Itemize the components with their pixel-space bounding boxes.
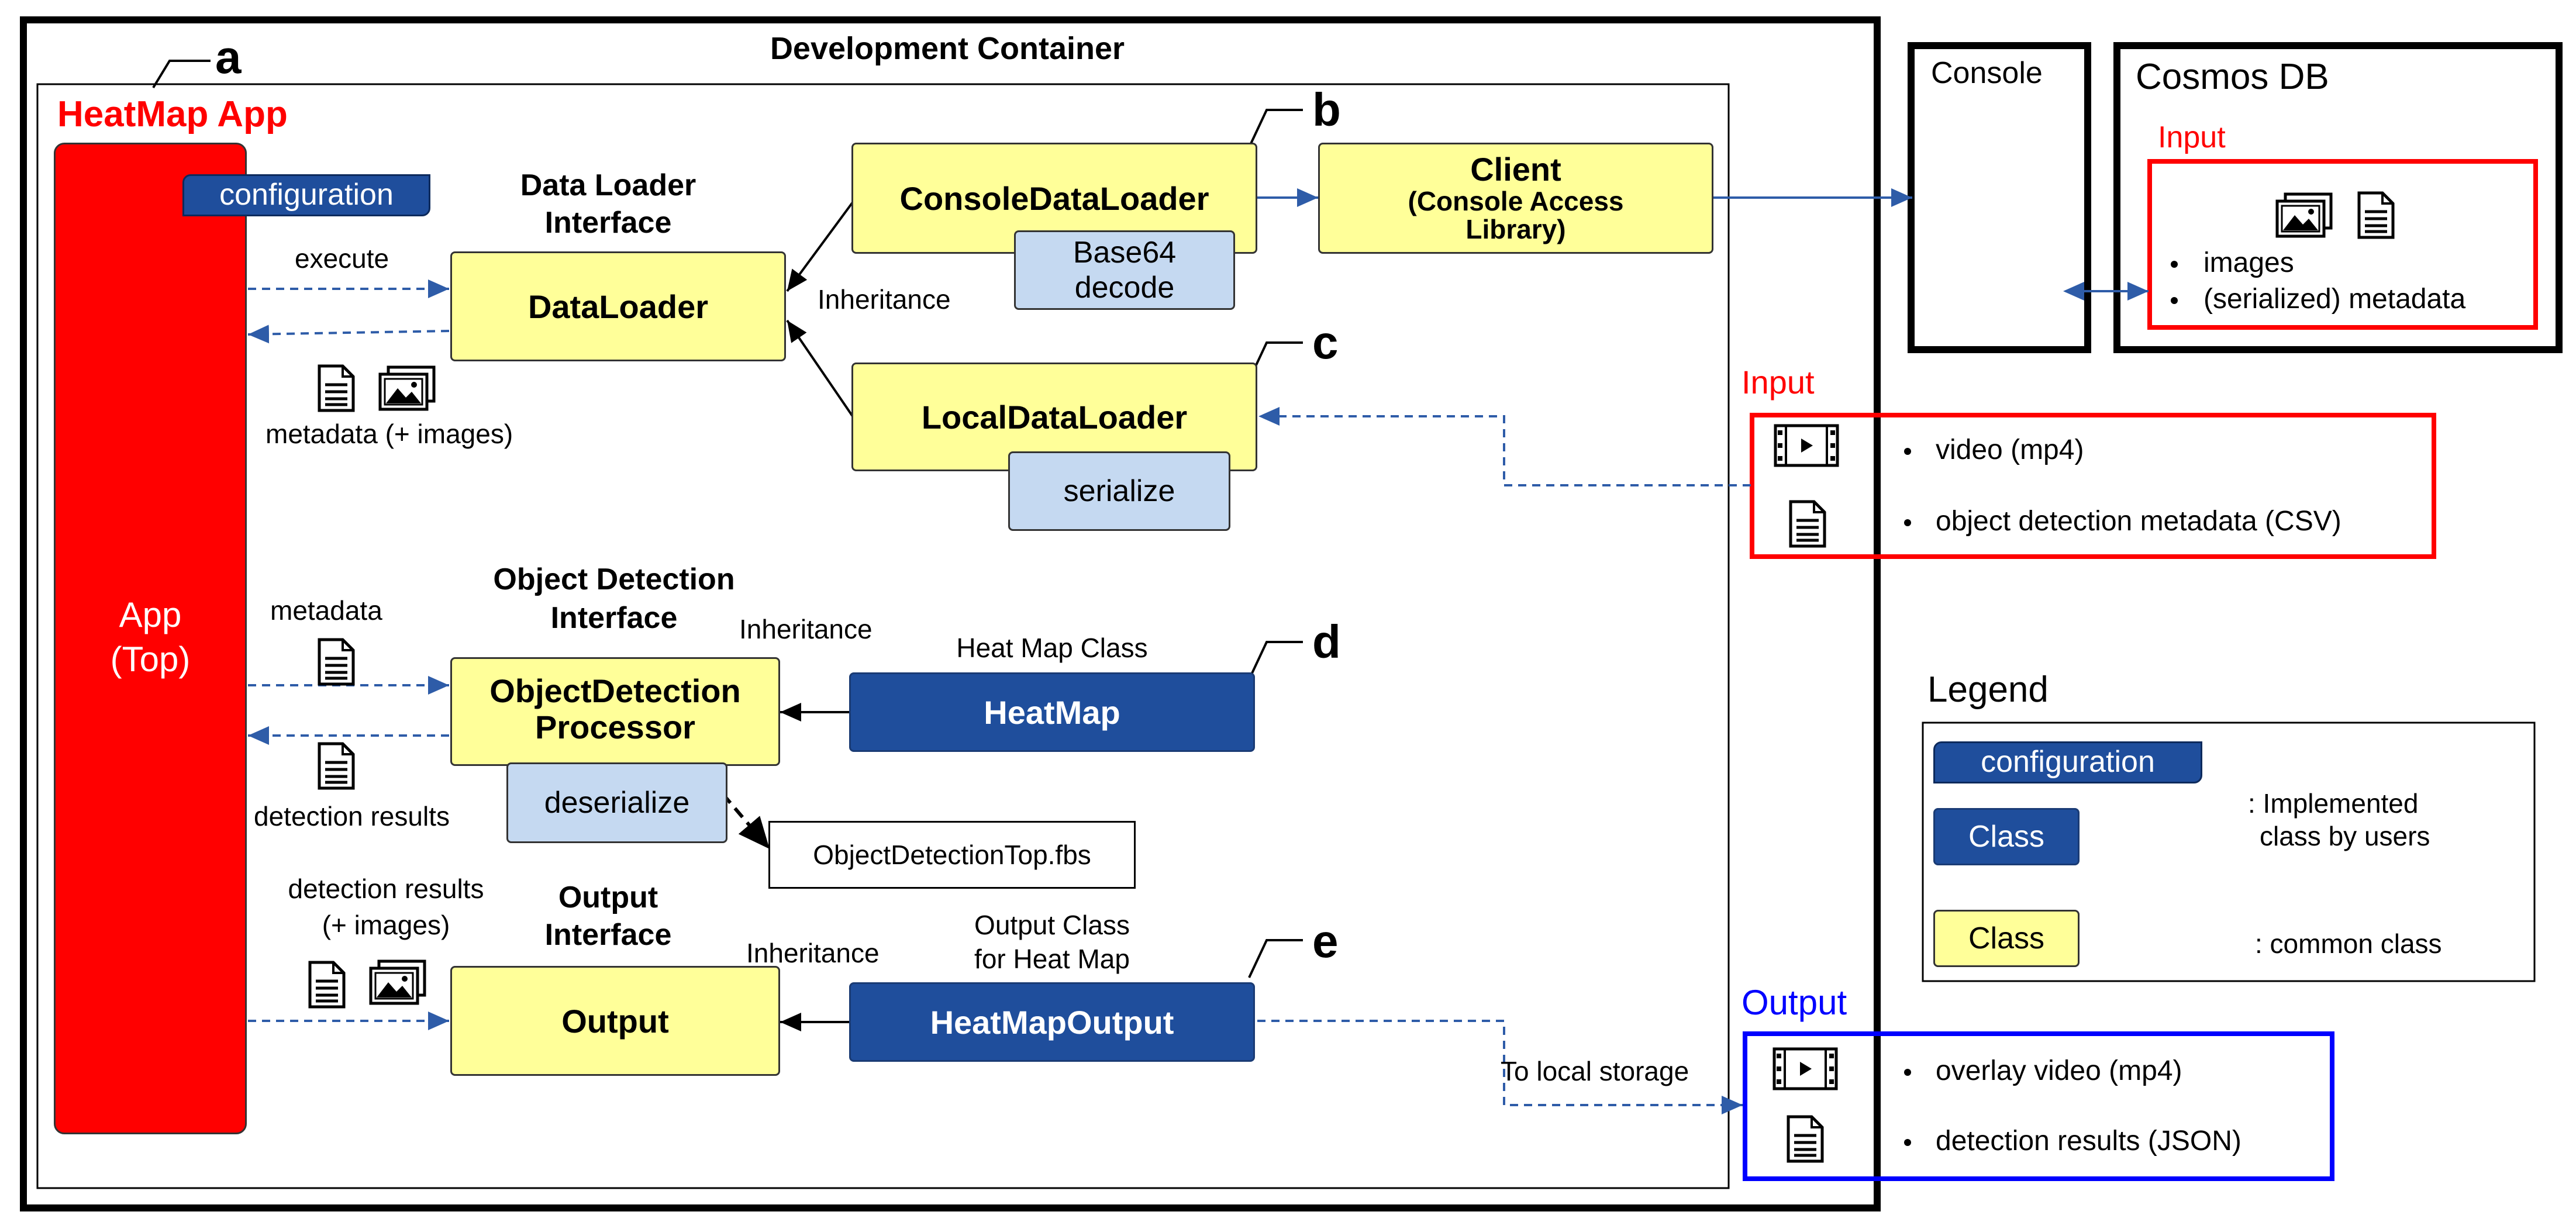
local-input-item-video: video (mp4): [1936, 434, 2084, 465]
overlay-video-icon: [1774, 1049, 1836, 1089]
heatmap-output-class-box[interactable]: HeatMapOutput: [849, 982, 1255, 1062]
app-label-line1: App: [119, 595, 182, 634]
output-box[interactable]: Output: [450, 966, 780, 1076]
object-detection-interface-title-2: Interface: [550, 601, 678, 635]
fbs-file-box[interactable]: ObjectDetectionTop.fbs: [768, 821, 1136, 889]
deserialize-box[interactable]: deserialize: [506, 762, 727, 843]
legend-common-desc: : common class: [2255, 928, 2442, 959]
object-detection-interface-title-1: Object Detection: [493, 562, 735, 596]
cosmos-input-label: Input: [2158, 120, 2226, 154]
metadata-document-icon: [319, 366, 353, 410]
cosmos-db-title: Cosmos DB: [2136, 57, 2329, 97]
tag-a: a: [215, 31, 242, 83]
detection-results-images-label-1: detection results: [288, 874, 484, 904]
data-loader-box[interactable]: DataLoader: [450, 251, 786, 361]
heat-map-class-label: Heat Map Class: [956, 633, 1148, 663]
video-icon: [1775, 426, 1837, 465]
csv-document-icon: [1791, 502, 1825, 546]
output-class-label-1: Output Class: [974, 910, 1130, 940]
console-title: Console: [1931, 56, 2043, 90]
serialize-box[interactable]: serialize: [1008, 451, 1230, 531]
output-interface-title-2: Interface: [544, 918, 672, 952]
tag-e: e: [1312, 915, 1339, 967]
heatmap-app-title: HeatMap App: [57, 94, 288, 134]
images-icon: [380, 367, 434, 409]
local-input-frame: [1750, 413, 2436, 559]
heatmap-app-frame: [36, 83, 1730, 1189]
legend-user-class-box: Class: [1933, 808, 2080, 865]
heatmap-class-box[interactable]: HeatMap: [849, 672, 1255, 752]
local-output-label: Output: [1742, 983, 1847, 1022]
legend-title: Legend: [1927, 669, 2049, 710]
detection-results-images-label-2: (+ images): [322, 910, 450, 940]
app-label-line2: (Top): [110, 640, 191, 679]
app-top-column[interactable]: App (Top): [54, 143, 247, 1134]
base64-decode-box[interactable]: Base64 decode: [1014, 230, 1235, 310]
detection-results-document-icon: [310, 962, 344, 1007]
execute-label: execute: [295, 243, 389, 274]
json-document-icon: [1788, 1117, 1822, 1161]
cosmos-db-frame: [2113, 42, 2563, 353]
legend-frame: [1922, 722, 2536, 982]
cosmos-images-icon: [2277, 194, 2331, 236]
detection-results-label: detection results: [254, 801, 450, 831]
console-frame: [1908, 42, 2091, 353]
data-loader-interface-title-1: Data Loader: [520, 168, 696, 202]
configuration-badge[interactable]: configuration: [182, 174, 430, 216]
object-detection-processor-box[interactable]: ObjectDetection Processor: [450, 657, 780, 766]
tag-b: b: [1312, 84, 1341, 136]
tag-c: c: [1312, 316, 1339, 368]
detection-results-document-icon: [319, 744, 353, 788]
output-interface-title-1: Output: [558, 881, 658, 914]
metadata-label: metadata: [270, 595, 382, 626]
output-class-label-2: for Heat Map: [974, 944, 1130, 974]
local-output-frame: [1743, 1031, 2334, 1181]
inheritance-label-output: Inheritance: [746, 938, 880, 968]
inheritance-label-object-detection: Inheritance: [739, 614, 873, 644]
metadata-images-label: metadata (+ images): [265, 419, 513, 449]
legend-configuration-badge: configuration: [1933, 741, 2202, 783]
legend-implemented-desc-2: class by users: [2260, 821, 2430, 851]
legend-implemented-desc-1: : Implemented: [2248, 788, 2419, 819]
to-local-storage-label: To local storage: [1501, 1056, 1689, 1086]
local-output-item-json: detection results (JSON): [1936, 1126, 2242, 1157]
local-input-label: Input: [1742, 364, 1815, 401]
data-loader-interface-title-2: Interface: [544, 206, 672, 240]
cosmos-item-images: images: [2203, 247, 2294, 278]
client-box[interactable]: Client (Console Access Library): [1318, 143, 1713, 254]
development-container-frame: [20, 16, 1881, 1211]
cosmos-metadata-document-icon: [2359, 193, 2393, 237]
metadata-document-icon: [319, 640, 353, 684]
images-icon: [371, 961, 425, 1003]
cosmos-item-metadata: (serialized) metadata: [2203, 284, 2466, 315]
tag-d: d: [1312, 616, 1341, 668]
development-container-title: Development Container: [770, 31, 1125, 66]
local-output-item-video: overlay video (mp4): [1936, 1055, 2182, 1086]
legend-common-class-box: Class: [1933, 910, 2080, 967]
local-input-item-csv: object detection metadata (CSV): [1936, 506, 2341, 537]
cosmos-input-frame: [2147, 159, 2538, 330]
inheritance-label-data-loader: Inheritance: [818, 284, 951, 315]
